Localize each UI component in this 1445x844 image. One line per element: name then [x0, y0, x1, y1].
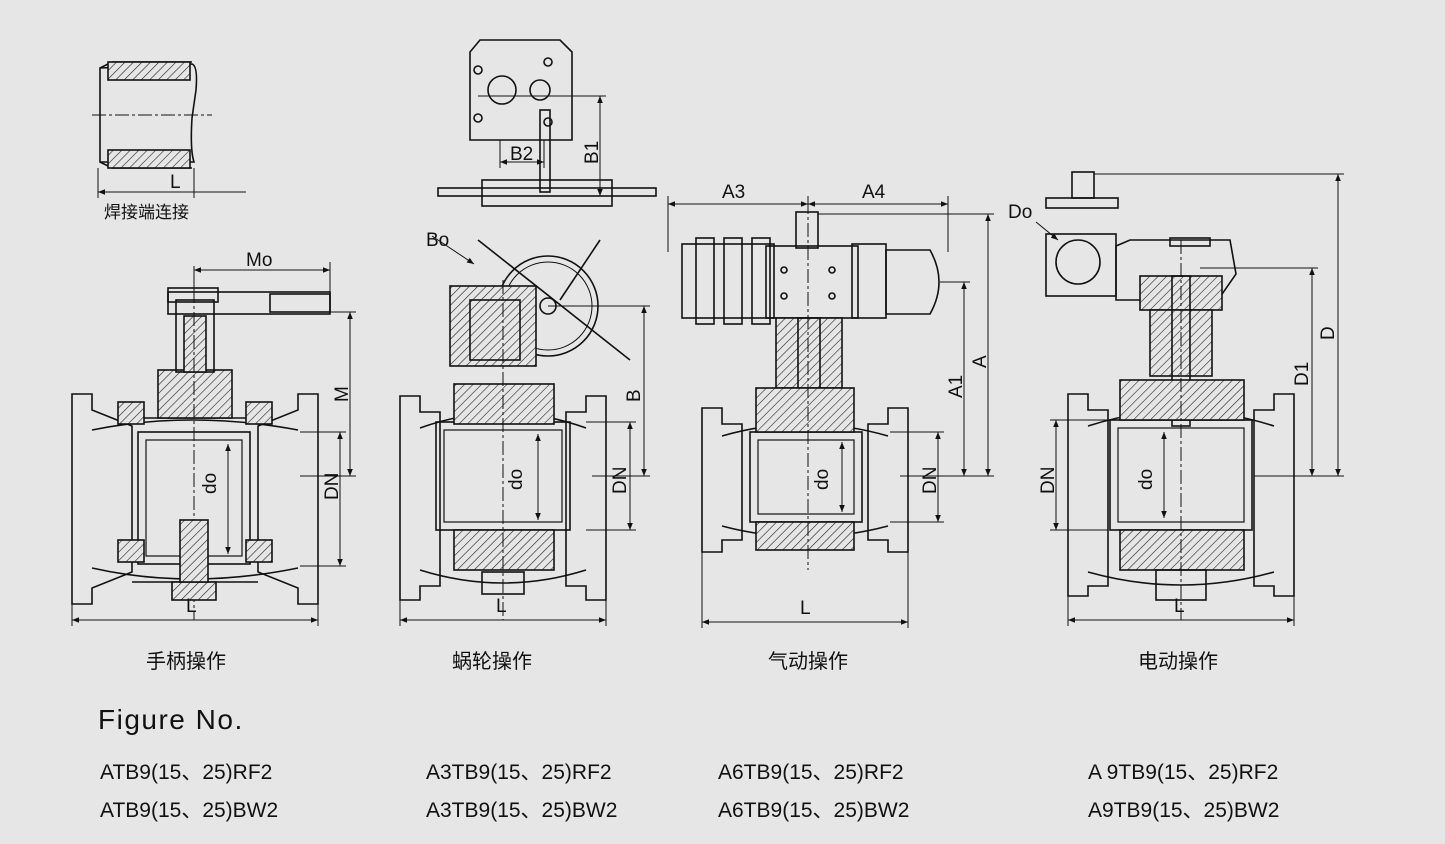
model-worm-bw: A3TB9(15、25)BW2	[426, 799, 618, 822]
worm-dim-do: do	[506, 469, 527, 490]
pneumatic-caption: 气动操作	[768, 649, 848, 673]
lever-valve-drawing	[71, 262, 356, 626]
electric-dim-d: D	[1318, 326, 1339, 340]
model-electric-bw: A9TB9(15、25)BW2	[1088, 799, 1280, 822]
lever-caption: 手柄操作	[146, 649, 226, 673]
pneumatic-dim-l: L	[800, 598, 811, 619]
worm-dim-b2: B2	[510, 144, 533, 165]
worm-dim-dn: DN	[610, 467, 631, 494]
worm-dim-bo: Bo	[426, 230, 449, 251]
weld-end-detail	[92, 61, 246, 198]
electric-dim-d1: D1	[1292, 362, 1313, 386]
lever-dim-dn: DN	[322, 473, 343, 500]
electric-caption: 电动操作	[1138, 649, 1218, 673]
pneumatic-dim-dn: DN	[920, 467, 941, 494]
weld-dim-l: L	[170, 172, 181, 193]
model-pneumatic-bw: A6TB9(15、25)BW2	[718, 799, 910, 822]
electric-dim-do-big: Do	[1008, 202, 1032, 223]
pneumatic-dim-a3: A3	[722, 182, 745, 203]
model-worm-rf: A3TB9(15、25)RF2	[426, 761, 612, 784]
model-pneumatic-rf: A6TB9(15、25)RF2	[718, 761, 904, 784]
electric-dim-l: L	[1174, 596, 1185, 617]
lever-dim-mo: Mo	[246, 250, 272, 271]
worm-dim-l: L	[496, 596, 507, 617]
pneumatic-dim-a1: A1	[946, 375, 967, 398]
worm-dim-b1: B1	[582, 141, 603, 164]
lever-dim-do: do	[200, 473, 221, 494]
electric-dim-do: do	[1136, 469, 1157, 490]
model-lever-rf: ATB9(15、25)RF2	[100, 761, 273, 784]
worm-caption: 蜗轮操作	[452, 649, 532, 673]
lever-dim-m: M	[332, 386, 353, 402]
pneumatic-dim-do: do	[812, 469, 833, 490]
pneumatic-dim-a: A	[970, 355, 991, 368]
electric-valve-drawing	[1035, 171, 1344, 626]
weld-end-caption: 焊接端连接	[104, 203, 189, 223]
worm-gear-valve-drawing	[399, 39, 657, 626]
model-electric-rf: A 9TB9(15、25)RF2	[1088, 761, 1279, 784]
pneumatic-valve-drawing	[667, 196, 994, 628]
model-lever-bw: ATB9(15、25)BW2	[100, 799, 279, 822]
figure-no-title: Figure No.	[98, 704, 244, 735]
electric-dim-dn: DN	[1038, 467, 1059, 494]
pneumatic-dim-a4: A4	[862, 182, 886, 203]
lever-dim-l: L	[186, 596, 197, 617]
worm-dim-b: B	[624, 389, 645, 402]
